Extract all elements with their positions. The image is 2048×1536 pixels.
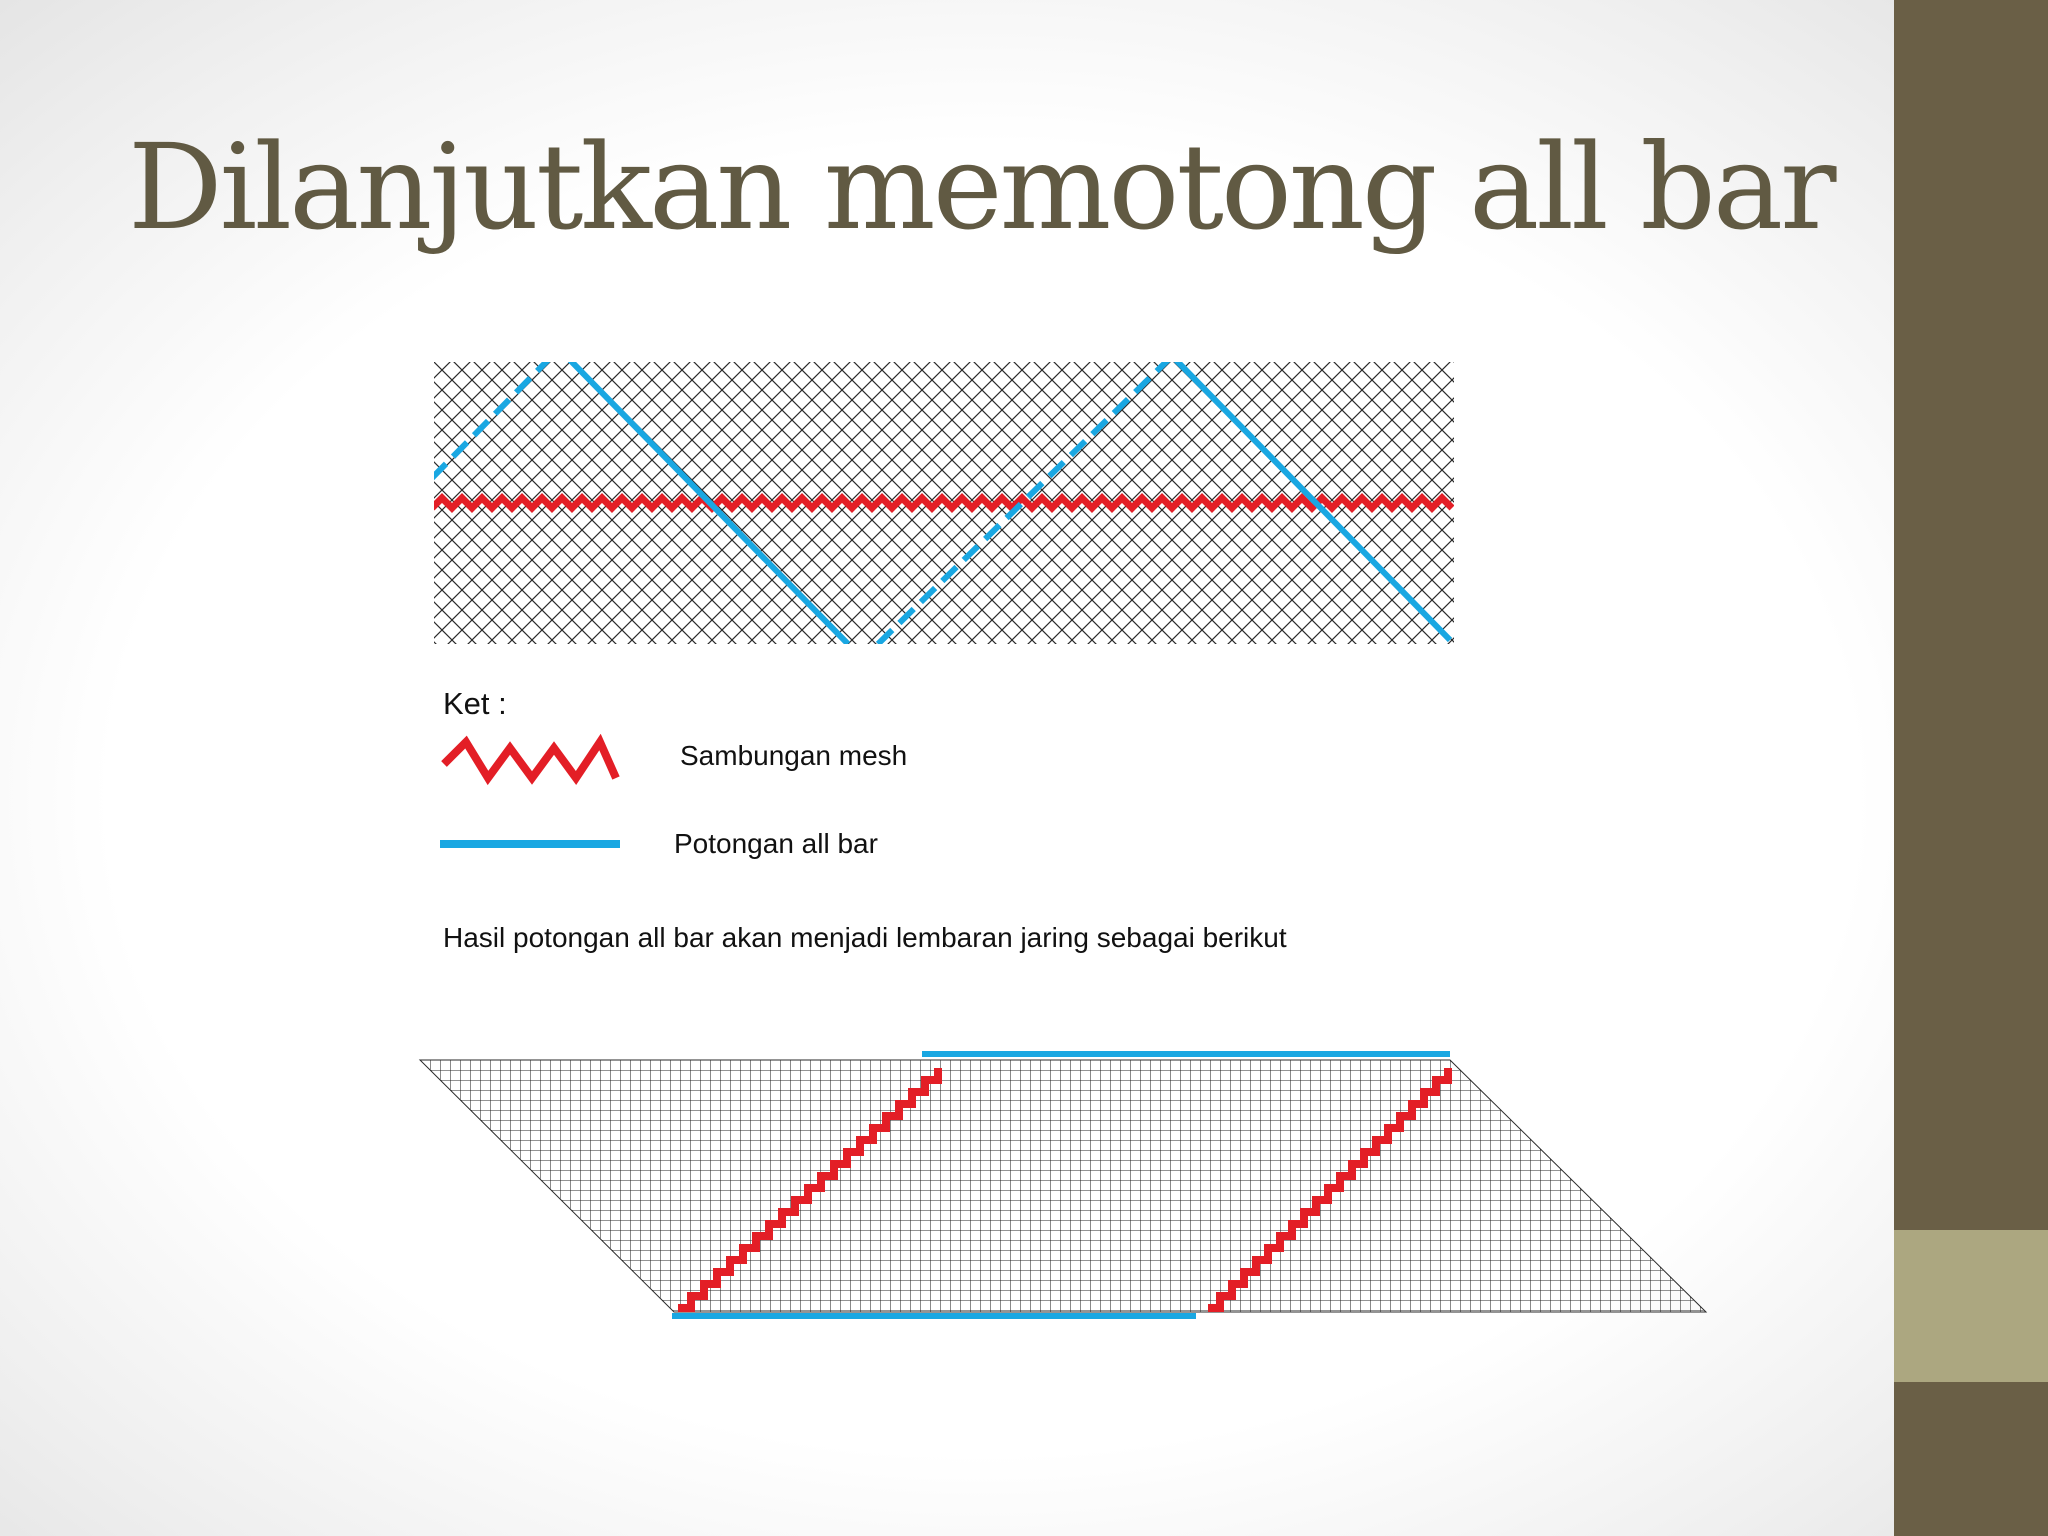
bar-cut-line bbox=[567, 362, 851, 644]
diagonal-mesh-diagram bbox=[434, 362, 1454, 644]
zigzag-icon bbox=[441, 734, 620, 786]
mesh-joint-stair-right bbox=[1208, 1068, 1452, 1312]
mesh-sheet bbox=[418, 1059, 1708, 1313]
mesh-sheet-diagram bbox=[418, 1051, 1708, 1319]
bar-cut-line-dashed bbox=[875, 362, 1171, 644]
line-icon bbox=[440, 840, 620, 848]
bar-cut-line bbox=[1173, 362, 1453, 643]
mesh-joint-line bbox=[434, 493, 1454, 513]
legend-label-mesh-joint: Sambungan mesh bbox=[680, 740, 908, 771]
sidebar-accent bbox=[1894, 1230, 2048, 1382]
caption: Hasil potongan all bar akan menjadi lemb… bbox=[443, 922, 1287, 953]
mesh-joint-stair-left bbox=[678, 1068, 942, 1312]
legend-label-bar-cut: Potongan all bar bbox=[674, 828, 878, 859]
slide-title: Dilanjutkan memotong all bar bbox=[128, 118, 1837, 256]
sidebar-decoration bbox=[1894, 0, 2048, 1536]
legend-title: Ket : bbox=[443, 686, 507, 721]
bar-cut-line-dashed bbox=[434, 362, 551, 481]
